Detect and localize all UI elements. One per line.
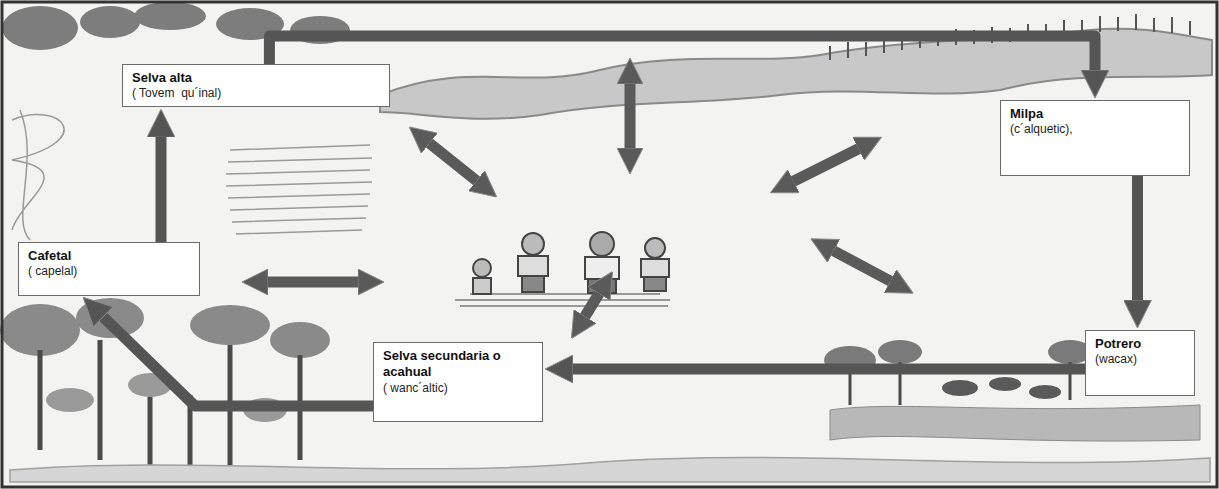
succession-arrow [102,316,373,406]
field-hatch [12,110,372,240]
land-use-box: Potrero(wacax) [1085,330,1195,396]
land-use-name: Selva alta [132,70,380,86]
land-use-name: Potrero [1095,336,1185,352]
tree-sketch [2,2,350,50]
tzeltal-name: ( capelal) [28,264,190,279]
succession-arrow [156,135,167,242]
land-use-box: Selva secundaria o acahual( wanc´altic) [373,342,543,422]
ground-band [10,457,1210,482]
tzeltal-name: ( Tovem qu´inal) [132,86,380,101]
land-use-name: Milpa [1010,106,1180,122]
family-figures [455,232,670,306]
succession-arrow [1132,176,1143,302]
land-use-name: Selva secundaria o acahual [383,348,533,381]
land-use-box: Selva alta( Tovem qu´inal) [122,64,390,107]
tzeltal-name: ( wanc´altic) [383,381,533,396]
exchange-arrow [266,82,892,318]
succession-arrow [571,364,1085,375]
tzeltal-name: (wacax) [1095,352,1185,367]
land-use-box: Milpa(c´alquetic), [1000,100,1190,176]
succession-arrow [269,36,1095,72]
land-use-box: Cafetal( capelal) [18,242,200,296]
land-use-name: Cafetal [28,248,190,264]
tzeltal-name: (c´alquetic), [1010,122,1180,137]
